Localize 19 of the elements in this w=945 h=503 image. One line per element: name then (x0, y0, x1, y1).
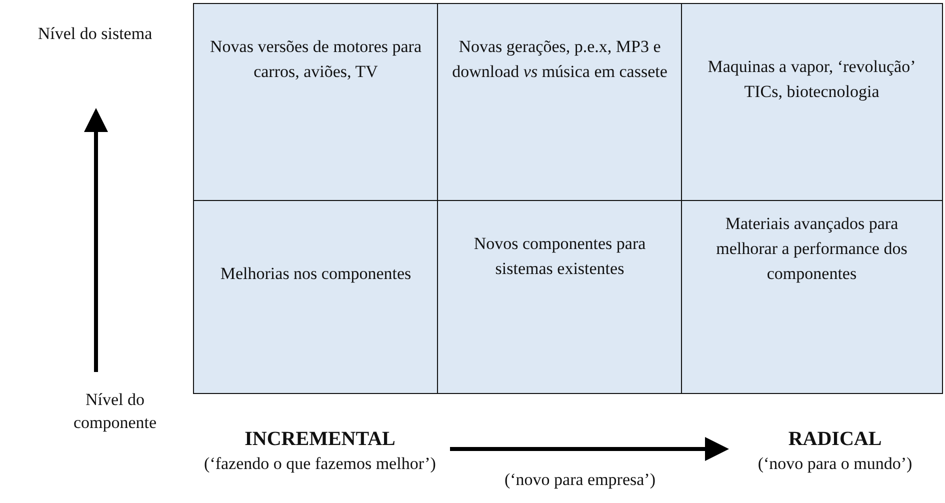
axis-label: RADICAL (787, 428, 883, 451)
cell-text: Novas gerações, p.e.x, MP3 e download vs música em cassete (452, 36, 668, 83)
axis-label: INCREMENTAL (244, 428, 396, 451)
axis-note: (‘fazendo o que fazemos melhor’) (203, 453, 437, 475)
axis-label: Nível do componente (72, 389, 158, 434)
cell-text: Maquinas a vapor, ‘revolução’ TICs, biotecnologia (706, 56, 917, 103)
matrix-cell (437, 200, 682, 394)
matrix-cell (437, 3, 682, 202)
cell-text: Novas versões de motores para carros, aviões, TV (209, 36, 422, 83)
cell-text: Melhorias nos componentes (220, 263, 412, 285)
matrix-cell (681, 3, 942, 202)
matrix-cell (193, 200, 438, 394)
cell-text: Materiais avançados para melhorar a performance dos componentes (715, 213, 908, 285)
matrix-cell (193, 3, 438, 202)
axis-note: (‘novo para empresa’) (503, 469, 657, 491)
axis-note: (‘novo para o mundo’) (756, 453, 914, 475)
cell-text: Novos componentes para sistemas existentes (472, 233, 647, 280)
matrix-cell (681, 200, 942, 394)
axis-label: Nível do sistema (36, 23, 154, 45)
